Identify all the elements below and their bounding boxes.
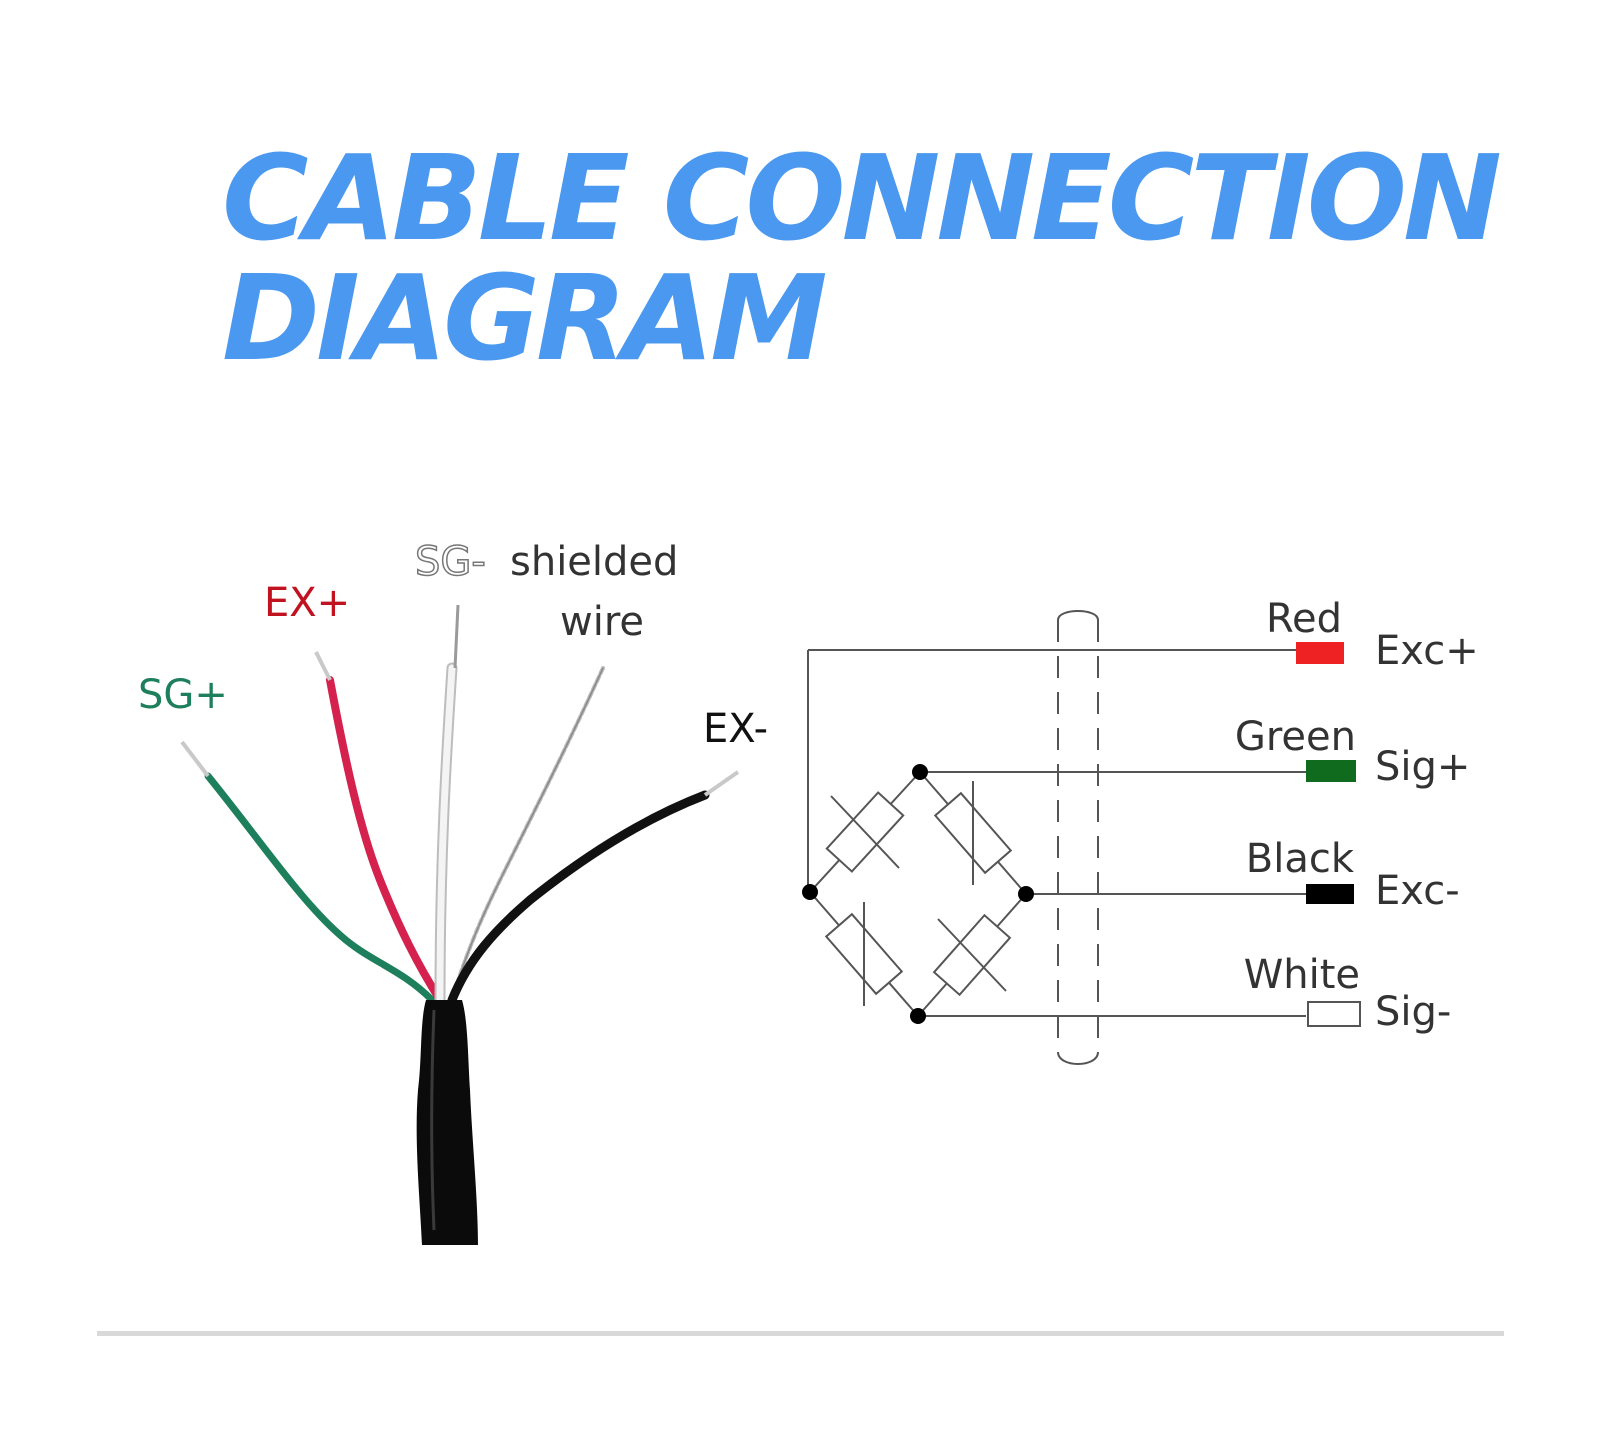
- cable-illustration: [180, 604, 740, 1245]
- signal-sig-plus: Sig+: [1375, 744, 1470, 790]
- swatch-red: [1296, 642, 1344, 664]
- wire-color-green: Green: [1235, 714, 1356, 760]
- signal-exc-minus: Exc-: [1375, 868, 1460, 914]
- signal-exc-plus: Exc+: [1375, 628, 1479, 674]
- label-shielded: shielded: [510, 539, 678, 585]
- wire-black: [447, 770, 740, 1005]
- resistor-1: [825, 791, 905, 873]
- resistor-3: [824, 902, 904, 1006]
- resistor-4: [932, 913, 1012, 997]
- swatch-white: [1307, 1001, 1361, 1027]
- swatch-black: [1306, 884, 1354, 904]
- signal-sig-minus: Sig-: [1375, 989, 1451, 1035]
- title-line-1: CABLE CONNECTION: [222, 129, 1502, 267]
- label-wire: wire: [560, 599, 644, 645]
- cable-shield: [1057, 610, 1099, 1065]
- wire-color-black: Black: [1246, 836, 1355, 882]
- wire-red: [314, 651, 444, 1004]
- resistor-2: [933, 781, 1013, 885]
- wire-shield-drain: [450, 666, 605, 1002]
- swatch-green: [1306, 760, 1356, 782]
- label-sg-plus: SG+: [138, 672, 228, 718]
- bridge-nodes: [802, 764, 1034, 1024]
- page-title: CABLE CONNECTION DIAGRAM: [222, 129, 1502, 387]
- wire-white: [434, 604, 460, 1006]
- label-sg-minus: SG-: [415, 539, 486, 585]
- wire-color-red: Red: [1266, 596, 1342, 642]
- bridge-schematic: [807, 610, 1306, 1065]
- bottom-divider: [97, 1331, 1504, 1336]
- label-ex-minus: EX-: [703, 706, 768, 752]
- label-ex-plus: EX+: [264, 580, 350, 626]
- wire-color-white: White: [1244, 952, 1360, 998]
- title-line-2: DIAGRAM: [222, 249, 828, 387]
- wire-green: [180, 740, 436, 1004]
- cable-jacket: [416, 1000, 478, 1245]
